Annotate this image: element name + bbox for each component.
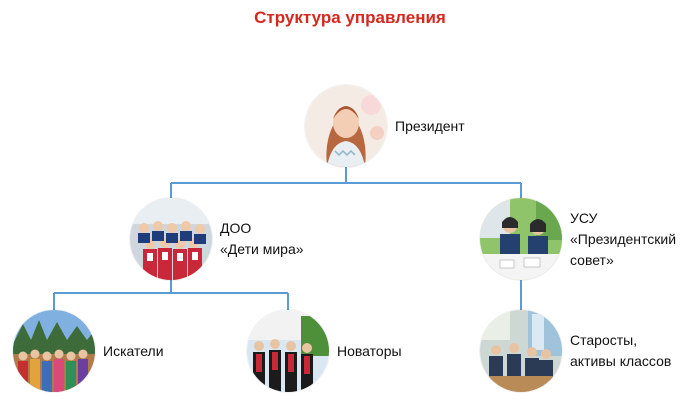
novatory-label-line: Новаторы <box>337 342 402 359</box>
doo-photo <box>130 198 212 280</box>
iskateli-label: Искатели <box>103 341 164 362</box>
starosty-label: Старосты, активы классов <box>570 330 671 372</box>
president-label-line: Президент <box>395 117 465 134</box>
node-usu: УСУ «Президентский совет» <box>480 198 676 280</box>
node-novatory: Новаторы <box>247 310 402 392</box>
usu-label-line-3: совет» <box>570 251 614 268</box>
usu-label: УСУ «Президентский совет» <box>570 208 676 271</box>
node-iskateli: Искатели <box>13 310 164 392</box>
page-title: Структура управления <box>254 8 446 27</box>
starosty-label-line-1: Старосты, <box>570 332 638 348</box>
president-photo <box>305 85 387 167</box>
starosty-label-line-2: активы классов <box>570 353 672 369</box>
usu-photo <box>480 198 562 280</box>
starosty-photo <box>480 310 562 392</box>
usu-label-line-1: УСУ <box>570 209 598 226</box>
novatory-photo <box>247 310 329 392</box>
node-president: Президент <box>305 85 465 167</box>
node-doo: ДОО «Дети мира» <box>130 198 304 280</box>
novatory-label: Новаторы <box>337 341 402 362</box>
usu-label-line-2: «Президентский <box>570 230 677 247</box>
president-label: Президент <box>395 116 465 137</box>
doo-label-line-2: «Дети мира» <box>220 241 304 257</box>
iskateli-label-line: Искатели <box>103 342 164 359</box>
doo-label: ДОО «Дети мира» <box>220 218 304 260</box>
iskateli-photo <box>13 310 95 392</box>
node-starosty: Старосты, активы классов <box>480 310 671 392</box>
doo-label-line-1: ДОО <box>220 220 252 236</box>
